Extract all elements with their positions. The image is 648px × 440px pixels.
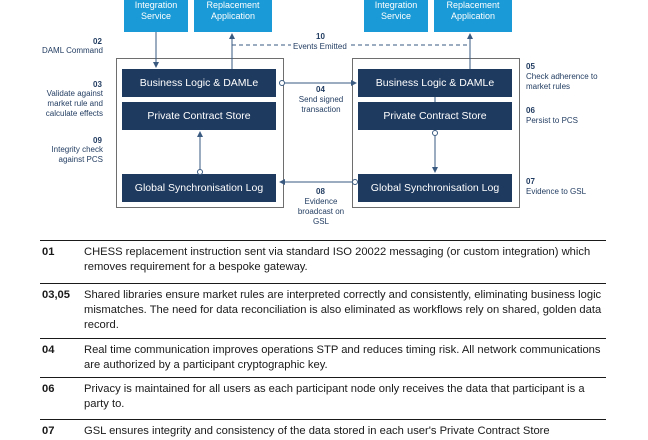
connector-lines (153, 32, 473, 185)
step-05-label: Check adherence to market rules (526, 72, 598, 91)
row-text: GSL ensures integrity and consistency of… (84, 425, 550, 437)
right-integration-service-box: Integration Service (364, 0, 428, 32)
step-10-label: Events Emitted (291, 42, 349, 52)
step-07-number: 07 (526, 177, 535, 186)
left-gsl-box: Global Synchronisation Log (122, 174, 276, 202)
step-03-number: 03 (93, 80, 102, 89)
row-text: Shared libraries ensure market rules are… (84, 289, 602, 331)
left-replacement-application-box: Replacement Application (194, 0, 272, 32)
right-integration-service-label: Integration Service (374, 0, 418, 21)
row-code: 07 (42, 425, 55, 437)
row-code: 03,05 (42, 289, 70, 301)
table-divider (40, 377, 606, 378)
right-pcs-to-gsl-origin (432, 130, 438, 136)
step-04-number: 04 (316, 85, 325, 94)
right-private-contract-store-box: Private Contract Store (358, 102, 512, 130)
left-integration-service-label: Integration Service (134, 0, 178, 21)
step-02-label: DAML Command (41, 46, 103, 55)
left-private-contract-store-box: Private Contract Store (122, 102, 276, 130)
left-gsl-to-pcs-origin (197, 169, 203, 175)
step-08-label: Evidence broadcast on GSL (297, 197, 345, 226)
table-divider (40, 338, 606, 339)
left-node-frame (116, 58, 284, 208)
step-05-number: 05 (526, 62, 535, 71)
right-replacement-application-label: Replacement Application (446, 0, 500, 21)
row-code: 06 (42, 383, 55, 395)
step-10-number: 10 (316, 32, 325, 41)
table-divider (40, 283, 606, 284)
step-09-number: 09 (93, 136, 102, 145)
send-transaction-origin (279, 80, 285, 86)
evidence-broadcast-origin (352, 179, 358, 185)
table-divider (40, 419, 606, 420)
table-row: 03,05 Shared libraries ensure market rul… (40, 284, 606, 336)
table-row: 07 GSL ensures integrity and consistency… (40, 420, 606, 440)
table-row: 04 Real time communication improves oper… (40, 339, 606, 377)
row-code: 04 (42, 344, 55, 356)
row-text: Real time communication improves operati… (84, 344, 601, 371)
step-09-label: Integrity check against PCS (51, 145, 103, 164)
step-08-number: 08 (316, 187, 325, 196)
table-row: 06 Privacy is maintained for all users a… (40, 378, 606, 416)
step-03-label: Validate against market rule and calcula… (45, 89, 103, 118)
right-node-frame (352, 58, 520, 208)
step-06-label: Persist to PCS (526, 116, 579, 125)
left-replacement-application-label: Replacement Application (206, 0, 260, 21)
right-gsl-box: Global Synchronisation Log (358, 174, 512, 202)
step-02-number: 02 (93, 37, 102, 46)
table-row: 01 CHESS replacement instruction sent vi… (40, 241, 606, 281)
right-replacement-application-box: Replacement Application (434, 0, 512, 32)
row-code: 01 (42, 246, 55, 258)
step-04-label: Send signed transaction (298, 95, 344, 114)
row-text: Privacy is maintained for all users as e… (84, 383, 585, 410)
row-text: CHESS replacement instruction sent via s… (84, 246, 591, 273)
left-integration-service-box: Integration Service (124, 0, 188, 32)
left-business-logic-box: Business Logic & DAMLe (122, 69, 276, 97)
step-06-number: 06 (526, 106, 535, 115)
step-07-label: Evidence to GSL (526, 187, 587, 196)
table-top-rule (40, 240, 606, 241)
right-business-logic-box: Business Logic & DAMLe (358, 69, 512, 97)
